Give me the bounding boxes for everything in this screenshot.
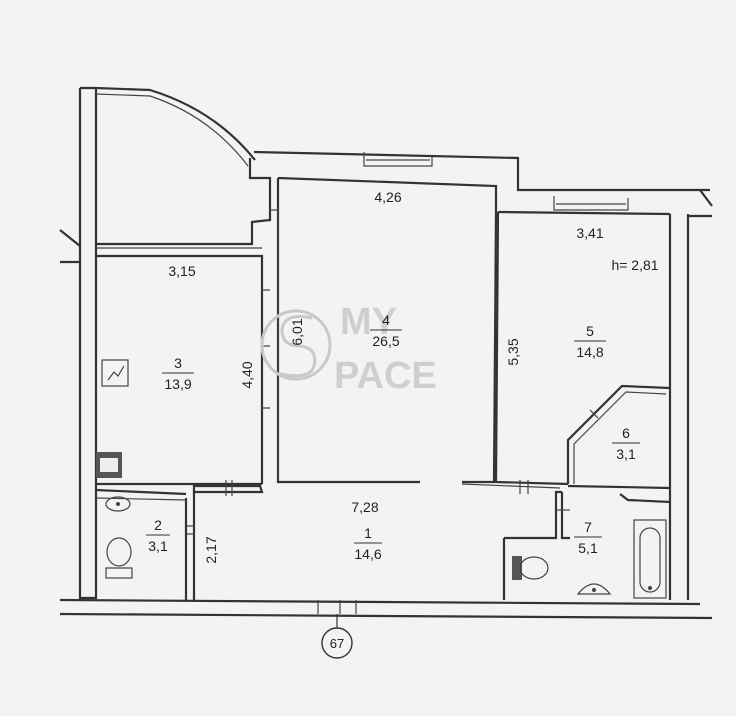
watermark-text-line1: MY [340, 301, 397, 343]
room3-width-dimension: 3,15 [168, 263, 195, 279]
axis-marker-label: 67 [330, 636, 344, 651]
room-5-label: 5 14,8 [574, 323, 606, 360]
ceiling-height-label: h= 2,81 [611, 257, 658, 273]
electric-panel-icon [101, 359, 129, 387]
room-4-label: 4 26,5 [370, 312, 402, 349]
room4-width-dimension: 4,26 [374, 189, 401, 205]
room-2-label: 2 3,1 [146, 517, 170, 554]
toilet-icon [105, 567, 133, 579]
room-labels: 1 14,6 2 3,1 3 13,9 4 26,5 5 14,8 [146, 312, 640, 562]
svg-text:26,5: 26,5 [372, 333, 399, 349]
svg-text:7: 7 [584, 519, 592, 535]
svg-text:14,6: 14,6 [354, 546, 381, 562]
room-3-label: 3 13,9 [162, 355, 194, 392]
room-7-label: 7 5,1 [574, 519, 602, 556]
dimension-labels: 4,26 6,01 3,15 4,40 3,41 5,35 h= 2,81 7,… [168, 189, 658, 564]
svg-text:2: 2 [154, 517, 162, 533]
outer-walls [59, 150, 713, 620]
svg-text:4: 4 [382, 312, 390, 328]
axis-marker: 67 [321, 614, 353, 659]
balcony [78, 86, 272, 249]
svg-text:5,1: 5,1 [578, 540, 598, 556]
corridor-width-dimension: 7,28 [351, 499, 378, 515]
svg-text:14,8: 14,8 [576, 344, 603, 360]
watermark-text-line2: PACE [334, 355, 437, 397]
room5-width-dimension: 3,41 [576, 225, 603, 241]
room-6-label: 6 3,1 [612, 425, 640, 462]
room5-length-dimension: 5,35 [505, 338, 521, 365]
svg-text:6: 6 [622, 425, 630, 441]
toilet-icon [512, 556, 522, 580]
svg-text:3,1: 3,1 [148, 538, 168, 554]
svg-text:13,9: 13,9 [164, 376, 191, 392]
svg-text:1: 1 [364, 525, 372, 541]
corridor-depth-dimension: 2,17 [203, 536, 219, 563]
room4-length-dimension: 6,01 [289, 318, 305, 345]
room-1-label: 1 14,6 [354, 525, 382, 562]
svg-text:3: 3 [174, 355, 182, 371]
room3-length-dimension: 4,40 [239, 361, 255, 388]
interior-walls [95, 178, 671, 600]
sink-icon [105, 496, 131, 512]
svg-text:5: 5 [586, 323, 594, 339]
watermark: MY PACE [260, 301, 437, 397]
sink-icon [576, 583, 612, 595]
svg-text:3,1: 3,1 [616, 446, 636, 462]
bathtub-icon [633, 519, 667, 599]
fixtures [96, 359, 667, 599]
